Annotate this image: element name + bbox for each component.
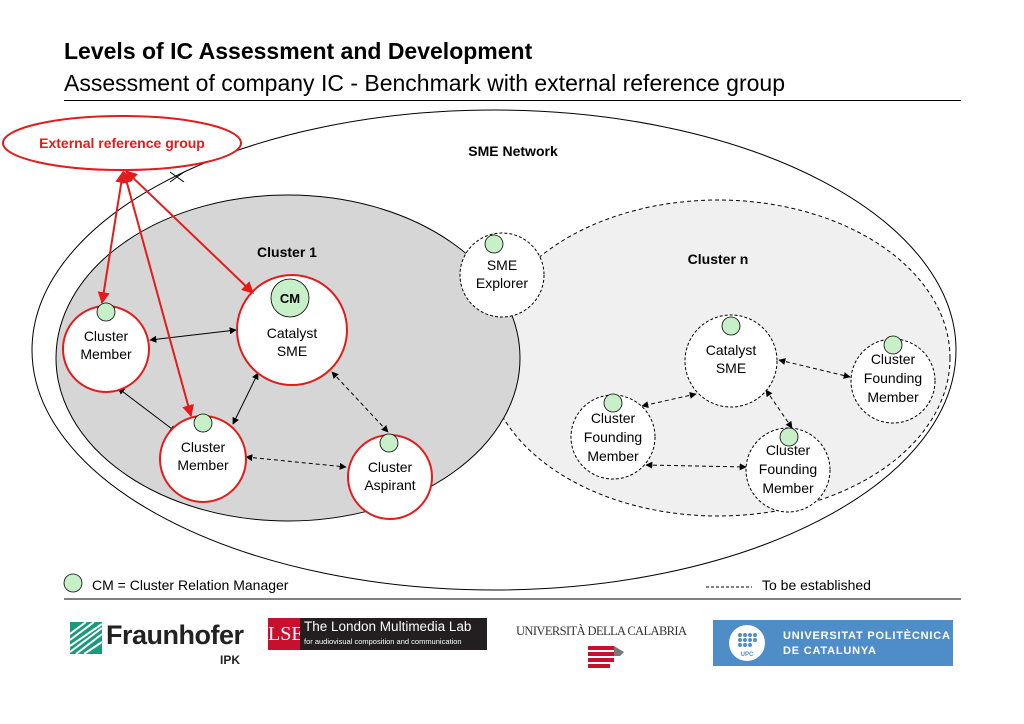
link-n-catalyst-bottom bbox=[765, 389, 793, 429]
cluster-n-label: Cluster n bbox=[688, 251, 749, 267]
node-cluster-member-bottom: Cluster Member bbox=[159, 413, 247, 503]
lse-subtitle: for audiovisual composition and communic… bbox=[304, 637, 462, 646]
node-n-founding-bottom: Cluster Founding Member bbox=[745, 427, 831, 513]
svg-text:Aspirant: Aspirant bbox=[364, 477, 415, 493]
node-n-catalyst-sme: Catalyst SME bbox=[684, 314, 778, 408]
link-n-left-bottom bbox=[645, 461, 747, 471]
svg-text:Cluster: Cluster bbox=[591, 410, 636, 426]
upc-logo: UPC UNIVERSITAT POLITÈCNICA DE CATALUNYA bbox=[713, 620, 953, 666]
fraunhofer-name: Fraunhofer bbox=[106, 620, 244, 650]
svg-text:SME: SME bbox=[277, 343, 307, 359]
legend-cm-icon bbox=[63, 573, 83, 593]
svg-text:Catalyst: Catalyst bbox=[706, 342, 757, 358]
node-n-founding-right: Cluster Founding Member bbox=[850, 335, 936, 424]
link-member-catalyst-2 bbox=[232, 372, 259, 425]
link-member-aspirant bbox=[245, 454, 347, 470]
node-cluster-aspirant: Cluster Aspirant bbox=[347, 433, 433, 520]
node-n-founding-left: Cluster Founding Member bbox=[570, 393, 656, 480]
svg-text:Cluster: Cluster bbox=[84, 328, 129, 344]
legend-dash-text: To be established bbox=[762, 577, 871, 593]
node-sme-explorer: SME Explorer bbox=[459, 232, 545, 318]
svg-text:SME: SME bbox=[716, 360, 746, 376]
lse-mark: LSE bbox=[268, 618, 304, 650]
svg-text:Catalyst: Catalyst bbox=[267, 325, 318, 341]
svg-text:Member: Member bbox=[587, 448, 639, 464]
svg-text:Cluster: Cluster bbox=[871, 351, 916, 367]
legend-cm-text: CM = Cluster Relation Manager bbox=[92, 577, 289, 593]
external-group-ellipse bbox=[2, 115, 242, 171]
lse-title-box: The London Multimedia Lab for audiovisua… bbox=[300, 618, 487, 650]
header-rule bbox=[64, 100, 961, 101]
upc-line-1: UNIVERSITAT POLITÈCNICA bbox=[783, 630, 951, 642]
slide-subtitle: Assessment of company IC - Benchmark wit… bbox=[64, 70, 785, 96]
svg-text:Member: Member bbox=[80, 346, 132, 362]
svg-text:Member: Member bbox=[177, 457, 229, 473]
unical-emblem-icon bbox=[588, 646, 624, 668]
cm-badge: CM bbox=[280, 291, 300, 306]
svg-text:Founding: Founding bbox=[864, 370, 922, 386]
svg-text:Cluster: Cluster bbox=[368, 459, 413, 475]
slide-title: Levels of IC Assessment and Development bbox=[64, 38, 533, 64]
lse-title: The London Multimedia Lab bbox=[304, 619, 472, 634]
link-n-catalyst-left bbox=[641, 391, 697, 409]
benchmark-arrow-member-left bbox=[97, 170, 128, 305]
upc-line-2: DE CATALUNYA bbox=[783, 645, 877, 657]
external-group-label: External reference group bbox=[39, 135, 205, 151]
fraunhofer-mark-icon bbox=[70, 622, 102, 654]
benchmark-arrow-catalyst bbox=[125, 170, 254, 294]
svg-text:SME: SME bbox=[487, 257, 517, 273]
fraunhofer-ipk: IPK bbox=[220, 653, 241, 667]
upc-seal-text: UPC bbox=[741, 652, 754, 658]
svg-text:Founding: Founding bbox=[584, 429, 642, 445]
link-n-catalyst-right bbox=[778, 358, 851, 379]
svg-text:Member: Member bbox=[762, 480, 814, 496]
svg-text:Founding: Founding bbox=[759, 461, 817, 477]
unical-logo: UNIVERSITÀ DELLA CALABRIA bbox=[516, 624, 692, 670]
upc-seal-icon: UPC bbox=[729, 625, 765, 661]
sme-network-label: SME Network bbox=[468, 143, 558, 159]
svg-text:Cluster: Cluster bbox=[766, 442, 811, 458]
svg-text:Explorer: Explorer bbox=[476, 275, 528, 291]
lse-logo: LSE The London Multimedia Lab for audiov… bbox=[268, 618, 488, 650]
cluster-1-label: Cluster 1 bbox=[257, 244, 317, 260]
unical-name: UNIVERSITÀ DELLA CALABRIA bbox=[516, 624, 687, 638]
svg-text:Cluster: Cluster bbox=[181, 439, 226, 455]
svg-text:Member: Member bbox=[867, 389, 919, 405]
node-catalyst-sme: CM Catalyst SME bbox=[236, 274, 348, 386]
fraunhofer-logo: Fraunhofer IPK bbox=[70, 618, 250, 668]
